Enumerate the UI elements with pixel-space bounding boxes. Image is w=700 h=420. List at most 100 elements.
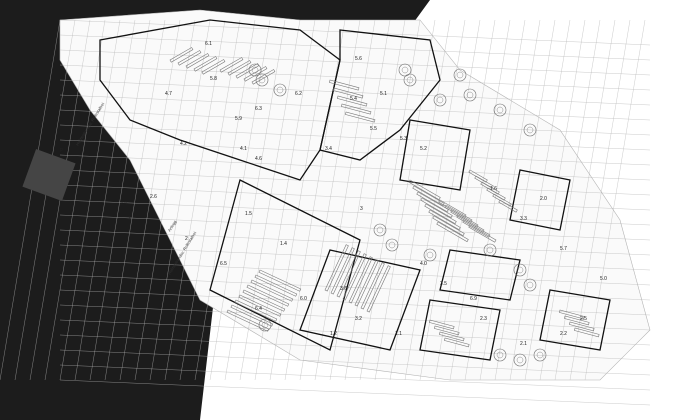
planting-circle [516,266,524,274]
planting-circle [513,353,527,367]
room-label: 1.1 [395,331,402,337]
grid-line [89,19,151,381]
site-block [22,149,76,201]
desk-row [177,50,202,66]
desk-row [428,209,461,231]
room-label: 2 [185,236,188,242]
grid-line [269,19,331,381]
grid-line [59,169,651,196]
desk-row [412,185,445,207]
planting-circle [373,223,387,237]
grid-line [59,304,651,331]
room-label: 4.0 [420,261,427,267]
planting-circle [526,281,534,289]
planting-circle [251,66,259,74]
planting-layer [248,63,547,367]
planting-circle [436,96,444,104]
planting-circle [406,76,414,84]
room-label: 3.6 [340,286,347,292]
desk-row [324,244,349,292]
grid-line [59,79,651,106]
room-label: 5.2 [420,146,427,152]
grid-line [59,124,651,151]
planting-circle [423,248,437,262]
grid-line [59,214,651,241]
desk-row [330,247,355,295]
room-label: 5.0 [600,276,607,282]
grid-line [14,19,76,381]
desk-row [258,269,302,292]
grid-line [59,64,651,91]
grid-line [59,19,121,381]
grid-line [59,289,651,316]
room-label: 2.6 [150,194,157,200]
furniture-layer [169,47,600,348]
desk-row [420,197,453,219]
grid-line [584,19,646,381]
planting-circle [258,76,266,84]
grid-line [344,19,406,381]
auditorium-outline [299,249,421,351]
desk-row [328,79,360,91]
desk-row [238,294,282,317]
room-label: 4.6 [255,156,262,162]
grid-line [119,19,181,381]
room-label: 2.1 [520,341,527,347]
grid-line [164,19,226,381]
grid-line [59,19,651,46]
room-label: 1.2 [330,331,337,337]
grid-line [524,19,586,381]
desk-row [558,309,585,320]
desk-row [360,262,385,310]
desk-row [474,175,494,189]
desk-row [340,103,372,115]
desk-row [563,315,590,326]
room-label: 5.5 [370,126,377,132]
room-label: 4.1 [240,146,247,152]
desk-row [336,250,361,298]
desk-row [354,259,379,307]
room-label: 5.7 [560,246,567,252]
room-label: 6.5 [220,261,227,267]
planting-circle [463,88,477,102]
room-label: 3.5 [440,281,447,287]
planting-circle [466,91,474,99]
desk-row [227,60,252,76]
grid-line [59,139,651,166]
desk-row [332,87,364,99]
desk-row [573,327,600,338]
planting-circle [276,86,284,94]
desk-row [498,199,518,213]
grid-line [509,19,571,381]
room-label: 4.7 [165,91,172,97]
room-label: 2.2 [560,331,567,337]
room-label: 6.3 [255,106,262,112]
desk-row [342,253,367,301]
desk-row [366,265,391,313]
desk-row [492,193,512,207]
grid-line [449,19,511,381]
desk-row [432,215,465,237]
grid-line [0,19,61,381]
planting-circle [403,73,417,87]
main-hall-outline [209,179,361,351]
desk-row [336,95,368,107]
desk-row [468,224,497,243]
grid-line [59,199,651,226]
grid-line [44,19,106,381]
desk-row [234,299,278,322]
site-label: Anlegg [167,219,178,232]
room-label: 3.4 [325,146,332,152]
planting-circle [496,106,504,114]
room-label: 6.1 [205,41,212,47]
planting-circle [258,318,272,332]
parking-label: P [60,148,64,154]
planting-circle [376,226,384,234]
grid-line [254,19,316,381]
paving-grid-lines [0,19,651,406]
desk-row [201,59,226,75]
grid-line [59,364,651,391]
wing-north-outline [99,19,341,181]
desk-row [468,169,488,183]
